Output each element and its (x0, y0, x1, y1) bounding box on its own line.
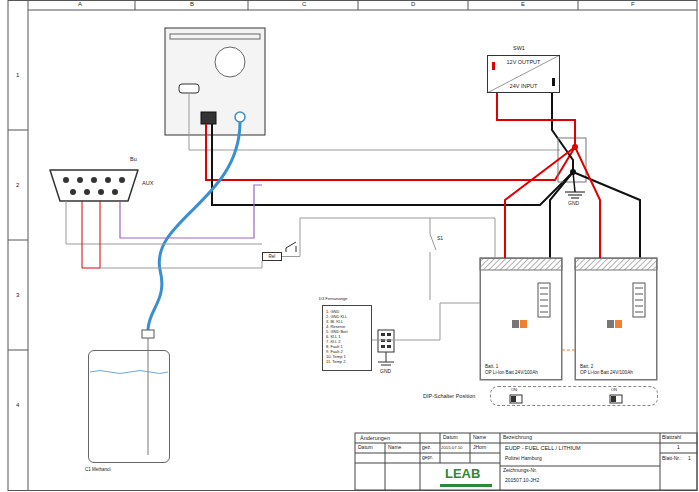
node-text: 12V OUTPUT (507, 59, 541, 65)
remote-display-box: D3 Fernanzeige1. GND2. GND Kl.L3. Bl. Kl… (322, 305, 372, 371)
node-text: SW1 (513, 45, 525, 51)
sheet-label: S1 (437, 236, 443, 242)
node-text: 9. Fault 2 (326, 349, 343, 354)
node-text: 1. GND (326, 309, 339, 314)
dc-converter: SW112V OUTPUT24V INPUT (487, 55, 560, 93)
node-text: 3. Bl. Kl.L (326, 319, 343, 324)
sheet-label: GND (380, 369, 391, 375)
node-text: 6. Kl.L 1 (326, 334, 341, 339)
node-text: AUX (142, 180, 153, 186)
sheet-label: Name (473, 435, 486, 441)
sheet-label: Änderungen (360, 435, 390, 441)
grid-reference: 3 (16, 292, 19, 299)
node-text: 2. GND Kl.L (326, 314, 347, 319)
node-text: 4. Reserve (326, 324, 345, 329)
node-text: D3 Fernanzeige (319, 296, 347, 301)
node-text: Batt. 1 (485, 364, 498, 369)
sheet-label: 2015.07.10 (441, 446, 463, 451)
node-text: 24V INPUT (510, 83, 538, 89)
node-text: C1 Methanol (85, 467, 115, 472)
node-text: Batt. 2 (580, 364, 593, 369)
sheet-label: Polizei Hamburg (505, 456, 542, 462)
sheet-label: 1 (677, 445, 680, 451)
node-text: 8. Fault 1 (326, 344, 343, 349)
sheet-label: gepr. (422, 455, 433, 461)
sheet-label: Name (388, 445, 401, 451)
relay-box: Rel (262, 252, 282, 261)
grid-reference: 1 (16, 72, 19, 79)
sheet-label: Blatt-Nr.: (662, 456, 681, 462)
grid-reference: B (190, 1, 194, 8)
node-text: OP Li-Ion Batt 24V/100Ah (580, 370, 633, 375)
node-text: 5. GND Batt (326, 329, 348, 334)
company-logo: LEAB (445, 467, 480, 481)
sheet-label: JHorn (473, 445, 486, 451)
grid-reference: A (78, 1, 82, 8)
sheet-label: GND (568, 201, 579, 207)
wire-connector (497, 93, 575, 258)
sheet-label: 1 (688, 456, 691, 462)
battery-box: Batt. 1OP Li-Ion Batt 24V/100Ah (480, 258, 562, 380)
methanol-tank: C1 Methanol (88, 350, 170, 463)
sheet-label: ON (511, 388, 517, 392)
sheet-label: Blattzahl (662, 435, 681, 441)
sheet-label: gez. (422, 445, 431, 451)
sheet-label: Bezeichnung (503, 435, 532, 441)
node-text: DIP-Schalter Position (423, 393, 475, 399)
sheet-label: Zeichnungs-Nr. (503, 468, 537, 474)
battery-box: Batt. 2OP Li-Ion Batt 24V/100Ah (575, 258, 657, 380)
wire-connector (497, 93, 600, 258)
aux-connector: BuAUX (50, 168, 138, 202)
sheet-label: Datum (358, 445, 373, 451)
node-text: Rel (269, 254, 276, 259)
grid-reference: F (631, 1, 635, 8)
wire-connector (562, 349, 575, 350)
node-text: 11. Temp 2 (326, 359, 345, 364)
grid-reference: 2 (16, 182, 19, 189)
grid-reference: C (302, 1, 306, 8)
wire-connector (120, 185, 262, 238)
node-text: OP Li-Ion Batt 24V/100Ah (485, 370, 538, 375)
grid-reference: E (521, 1, 525, 8)
grid-reference: D (411, 1, 415, 8)
grid-reference: 4 (16, 402, 19, 409)
node-text: Bu (130, 156, 137, 162)
wire-connector (282, 218, 495, 258)
wire-connector (372, 303, 480, 340)
sheet-label: ON (611, 388, 617, 392)
sheet-label: 201507.10-JH2 (505, 478, 539, 484)
node-text: 10. Temp 1 (326, 354, 346, 359)
sheet-label: EUDP - FUEL CELL / LITHIUM (505, 445, 581, 451)
node-text: 7. Kl.L 2 (326, 339, 341, 344)
sheet-label: Datum (443, 435, 458, 441)
